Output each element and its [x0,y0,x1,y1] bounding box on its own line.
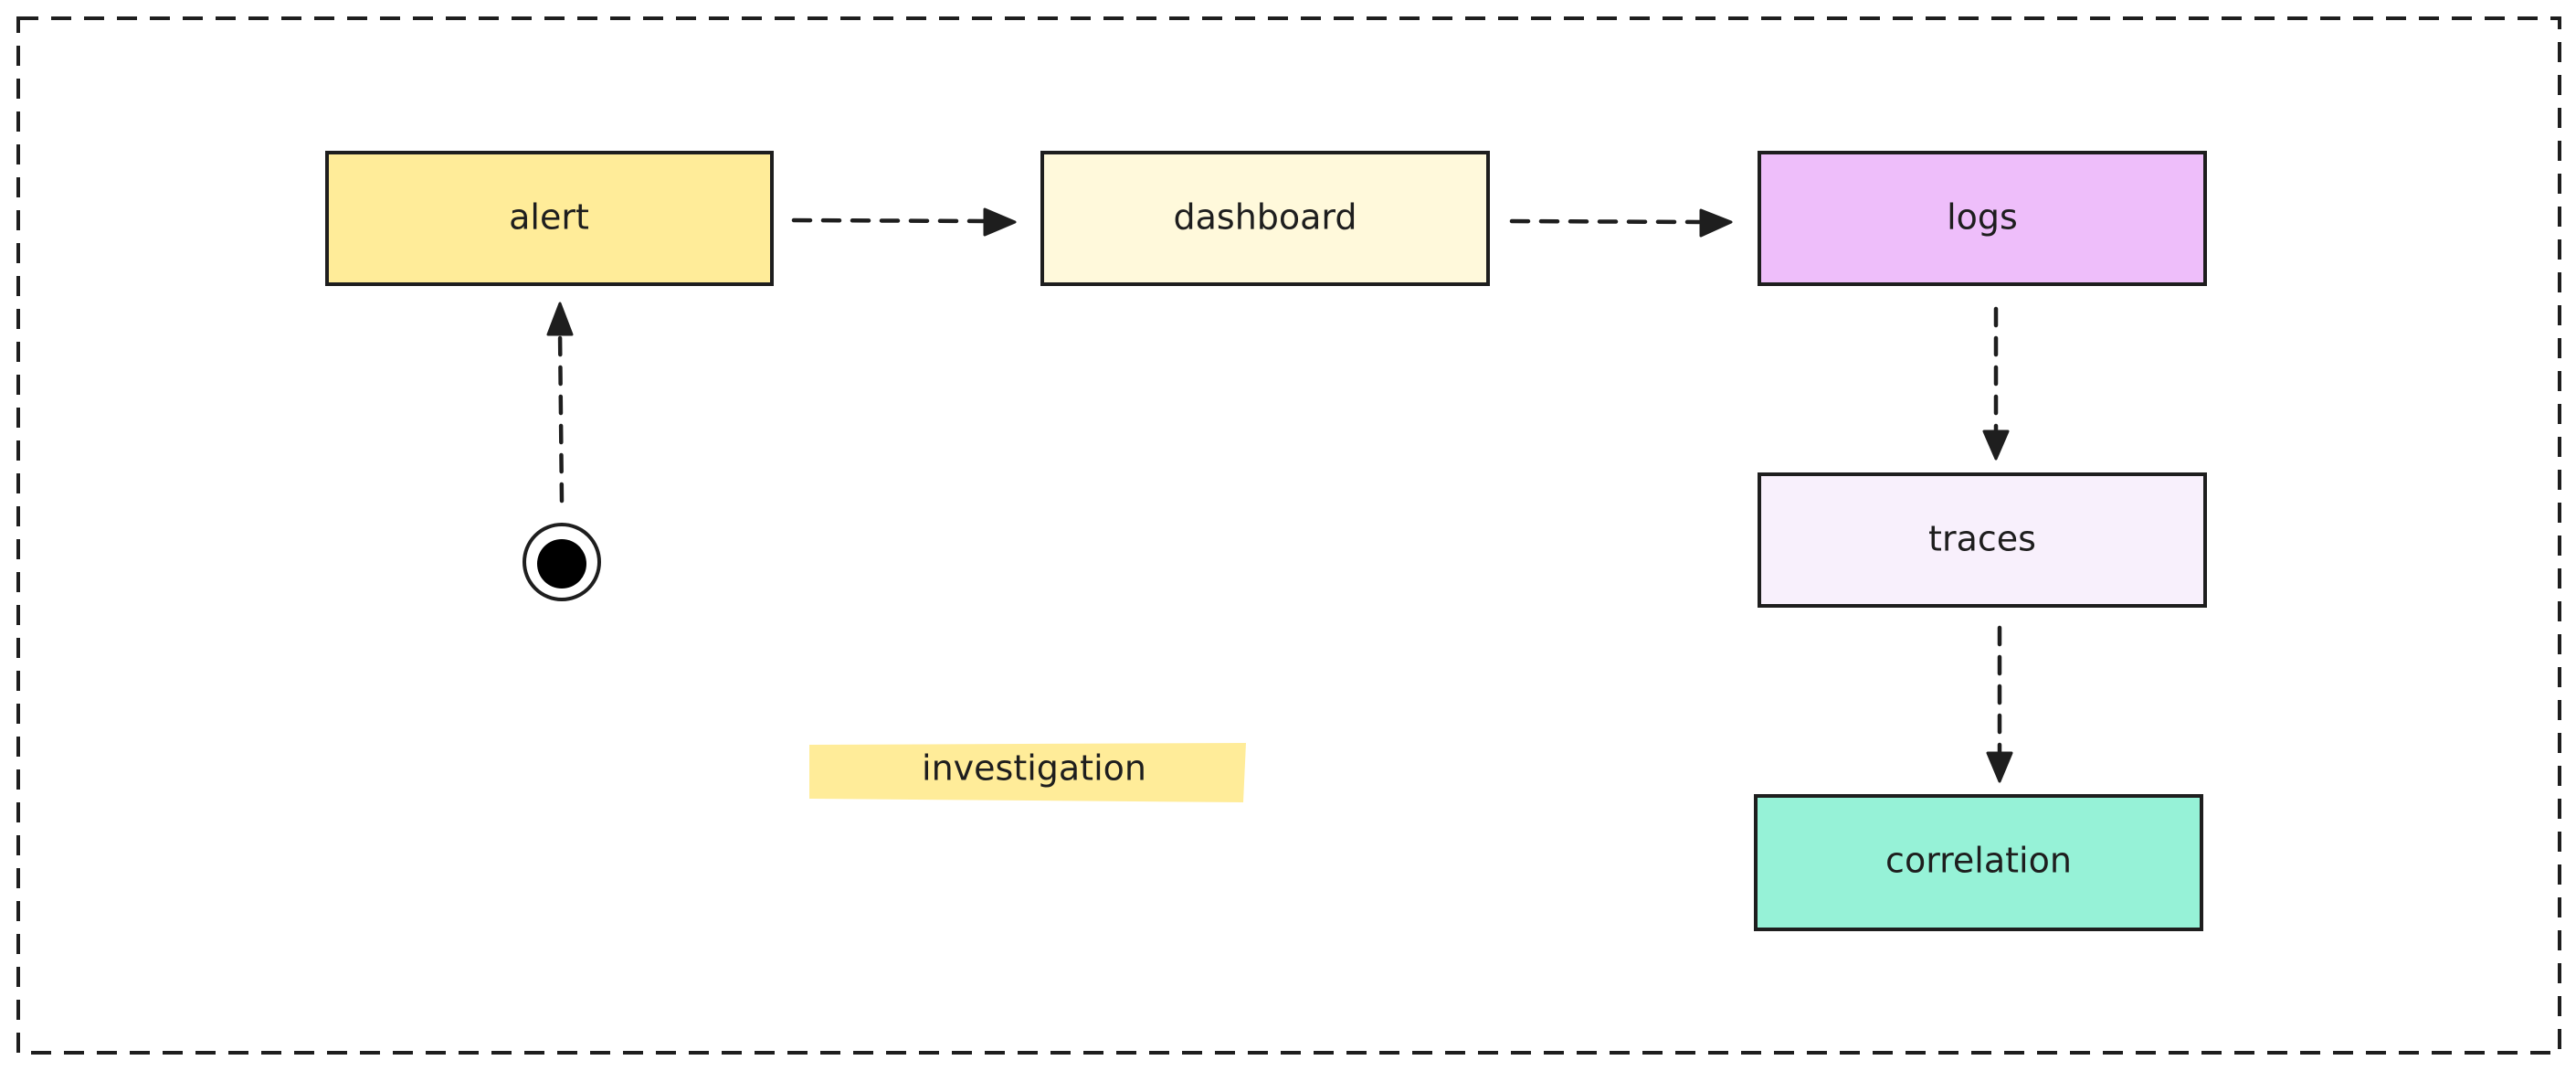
node-traces[interactable]: traces [1758,472,2207,608]
start-node[interactable] [523,523,601,601]
node-traces-label: traces [1928,519,2036,559]
node-logs[interactable]: logs [1758,151,2207,286]
edge-logs-to-traces-arrowhead [1982,429,2010,461]
node-dashboard[interactable]: dashboard [1040,151,1490,286]
edge-dashboard-to-logs-line [1509,218,1704,225]
node-logs-box [1758,151,2207,286]
edge-alert-to-dashboard[interactable] [791,207,1017,237]
node-alert-box [325,151,774,286]
edge-start-to-alert-arrowhead [546,302,574,336]
node-logs-label: logs [1947,197,2018,238]
node-alert[interactable]: alert [325,151,774,286]
edge-alert-to-dashboard-line [791,217,987,224]
edge-logs-to-traces[interactable] [1982,306,2010,461]
note-investigation-background [809,743,1246,802]
edge-alert-to-dashboard-arrowhead [983,207,1017,237]
edge-start-to-alert-line [557,328,565,504]
edge-traces-to-correlation-arrowhead [1986,751,2013,783]
node-traces-box [1758,472,2207,608]
node-correlation-label: correlation [1885,841,2072,881]
node-correlation[interactable]: correlation [1754,794,2203,931]
note-investigation-label: investigation [922,748,1146,789]
node-dashboard-label: dashboard [1173,197,1357,238]
node-alert-label: alert [509,197,589,238]
edge-traces-to-correlation[interactable] [1986,625,2013,783]
edge-dashboard-to-logs-arrowhead [1699,208,1733,238]
node-dashboard-box [1040,151,1490,286]
edge-start-to-alert[interactable] [546,302,574,504]
note-investigation[interactable]: investigation [809,743,1246,802]
edge-dashboard-to-logs[interactable] [1509,208,1733,238]
node-correlation-box [1754,794,2203,931]
start-node-dot [537,539,586,589]
outer-frame [16,16,2561,1055]
